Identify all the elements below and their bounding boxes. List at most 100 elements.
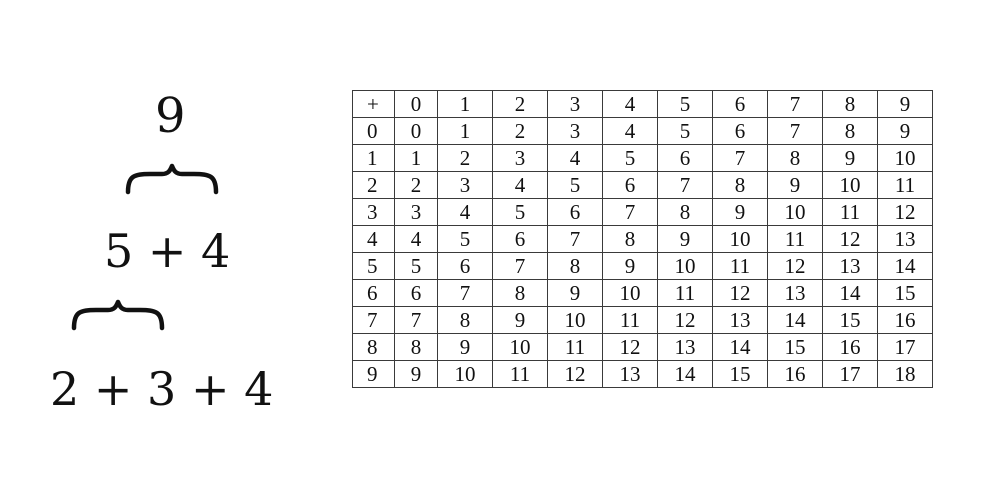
table-cell: 3 — [492, 144, 548, 172]
table-cell: 4 — [492, 171, 548, 199]
table-cell: 8 — [822, 117, 878, 145]
table-cell: 3 — [437, 171, 493, 199]
table-cell: 14 — [657, 360, 713, 388]
table-cell: 10 — [547, 306, 603, 334]
table-cell: 15 — [822, 306, 878, 334]
table-cell: 6 — [602, 171, 658, 199]
table-cell: 13 — [822, 252, 878, 280]
row-header-cell: 5 — [352, 252, 395, 280]
table-cell: 4 — [602, 117, 658, 145]
table-cell: 16 — [822, 333, 878, 361]
table-cell: 6 — [547, 198, 603, 226]
header-cell: + — [352, 90, 395, 118]
row-header-cell: 8 — [352, 333, 395, 361]
table-cell: 11 — [822, 198, 878, 226]
table-cell: 13 — [712, 306, 768, 334]
table-cell: 1 — [437, 117, 493, 145]
table-cell: 0 — [394, 117, 438, 145]
table-cell: 13 — [657, 333, 713, 361]
table-cell: 14 — [767, 306, 823, 334]
header-cell: 2 — [492, 90, 548, 118]
table-cell: 2 — [394, 171, 438, 199]
top-result: 9 — [155, 88, 186, 144]
table-cell: 10 — [877, 144, 933, 172]
header-cell: 0 — [394, 90, 438, 118]
table-cell: 11 — [767, 225, 823, 253]
row-header-cell: 6 — [352, 279, 395, 307]
header-cell: 7 — [767, 90, 823, 118]
row-header-cell: 0 — [352, 117, 395, 145]
table-cell: 14 — [712, 333, 768, 361]
table-cell: 14 — [822, 279, 878, 307]
table-cell: 9 — [657, 225, 713, 253]
table-cell: 7 — [657, 171, 713, 199]
table-cell: 15 — [712, 360, 768, 388]
table-cell: 5 — [437, 225, 493, 253]
table-cell: 7 — [767, 117, 823, 145]
table-cell: 11 — [877, 171, 933, 199]
table-cell: 5 — [657, 117, 713, 145]
table-cell: 10 — [822, 171, 878, 199]
table-cell: 9 — [767, 171, 823, 199]
table-cell: 11 — [492, 360, 548, 388]
table-cell: 5 — [394, 252, 438, 280]
table-cell: 9 — [602, 252, 658, 280]
row-header-cell: 2 — [352, 171, 395, 199]
table-cell: 12 — [822, 225, 878, 253]
table-cell: 6 — [492, 225, 548, 253]
table-cell: 10 — [437, 360, 493, 388]
table-cell: 9 — [437, 333, 493, 361]
table-cell: 10 — [657, 252, 713, 280]
table-cell: 10 — [492, 333, 548, 361]
row-header-cell: 3 — [352, 198, 395, 226]
table-cell: 8 — [492, 279, 548, 307]
header-cell: 1 — [437, 90, 493, 118]
table-cell: 11 — [712, 252, 768, 280]
table-cell: 11 — [657, 279, 713, 307]
row-header-cell: 1 — [352, 144, 395, 172]
table-cell: 4 — [547, 144, 603, 172]
underbrace-top — [125, 163, 219, 195]
table-cell: 10 — [712, 225, 768, 253]
table-cell: 7 — [547, 225, 603, 253]
table-cell: 12 — [602, 333, 658, 361]
table-cell: 15 — [767, 333, 823, 361]
table-cell: 5 — [547, 171, 603, 199]
table-cell: 7 — [492, 252, 548, 280]
table-cell: 7 — [437, 279, 493, 307]
bottom-expression: 2 + 3 + 4 — [50, 362, 274, 416]
row-header-cell: 9 — [352, 360, 395, 388]
table-cell: 6 — [437, 252, 493, 280]
header-cell: 8 — [822, 90, 878, 118]
table-cell: 4 — [437, 198, 493, 226]
table-cell: 9 — [822, 144, 878, 172]
table-cell: 5 — [492, 198, 548, 226]
table-cell: 8 — [767, 144, 823, 172]
table-cell: 8 — [712, 171, 768, 199]
table-cell: 16 — [767, 360, 823, 388]
table-cell: 2 — [437, 144, 493, 172]
table-cell: 9 — [877, 117, 933, 145]
row-header-cell: 7 — [352, 306, 395, 334]
table-cell: 9 — [394, 360, 438, 388]
table-cell: 6 — [712, 117, 768, 145]
table-cell: 9 — [547, 279, 603, 307]
table-cell: 9 — [492, 306, 548, 334]
table-cell: 12 — [767, 252, 823, 280]
table-cell: 11 — [547, 333, 603, 361]
table-cell: 7 — [602, 198, 658, 226]
table-cell: 13 — [602, 360, 658, 388]
table-cell: 15 — [877, 279, 933, 307]
table-cell: 1 — [394, 144, 438, 172]
table-cell: 10 — [767, 198, 823, 226]
